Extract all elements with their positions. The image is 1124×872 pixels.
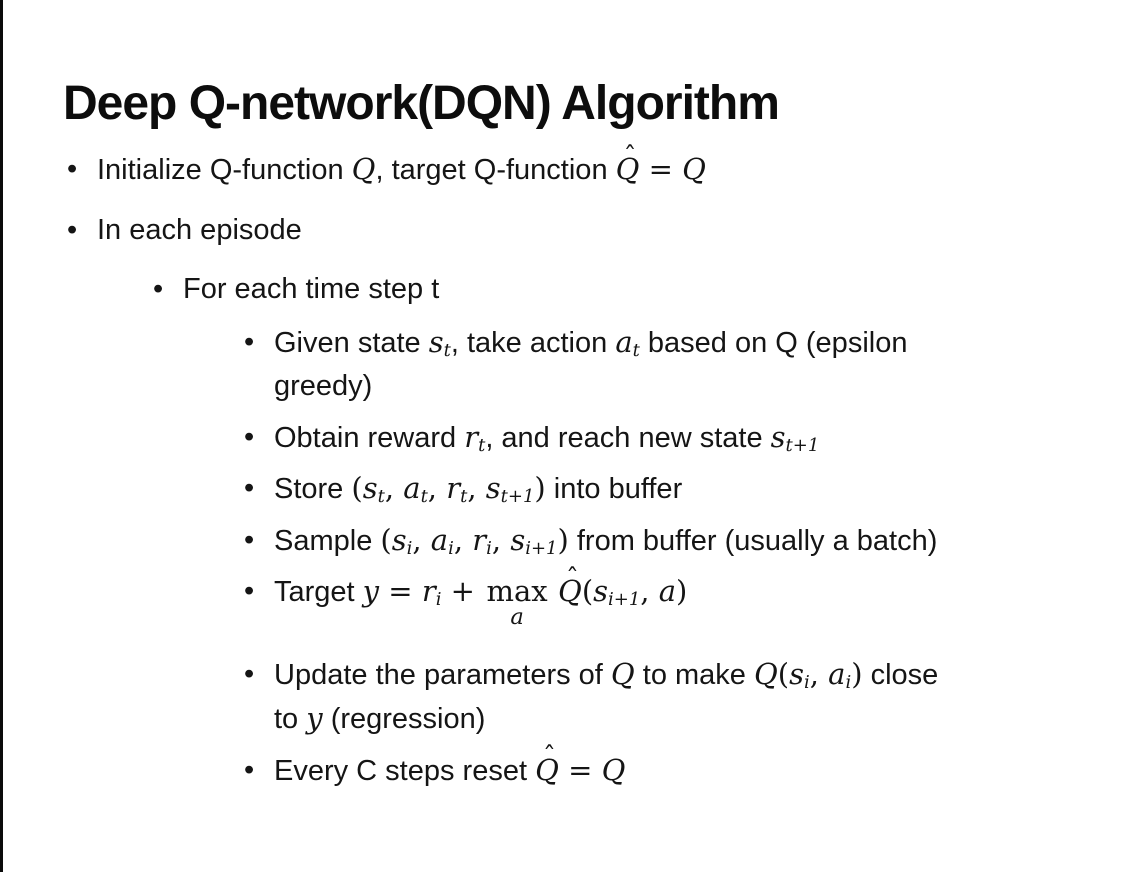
bullet-item: • Initialize Q-function Q, target Q-funct… [3,141,1124,193]
slide-title: Deep Q-network(DQN) Algorithm [63,77,780,131]
bullet-marker: • [244,420,255,453]
bullet-marker: • [244,472,255,504]
bullet-marker: • [244,657,255,690]
bullet-item: • In each episode [3,209,1124,253]
bullet-marker: • [153,273,164,305]
bullet-item: • Sample (si, ai, ri, si+1) from buffer (… [3,519,1124,564]
bullet-item: • Update the parameters of Q to make Q(si… [3,653,1124,742]
bullet-text: In each episode [97,213,302,246]
bullet-marker: • [244,325,255,358]
bullet-list: • Initialize Q-function Q, target Q-funct… [3,141,1124,800]
bullet-text: Sample (si, ai, ri, si+1) from buffer (u… [274,522,938,559]
bullet-text: For each time step t [183,273,440,305]
bullet-marker: • [67,213,78,246]
bullet-marker: • [67,153,78,185]
bullet-marker: • [244,523,255,556]
bullet-text: Store (st, at, rt, st+1) into buffer [274,471,683,507]
bullet-text: Initialize Q-function Q, target Q-functi… [97,141,706,193]
bullet-text: Update the parameters of Q to make Q(si,… [274,656,939,736]
bullet-text: Obtain reward rt, and reach new state st… [274,419,820,456]
bullet-marker: • [244,575,255,607]
bullet-item: • Store (st, at, rt, st+1) into buffer [3,467,1124,512]
bullet-marker: • [244,753,255,786]
bullet-item: • Obtain reward rt, and reach new state s… [3,416,1124,461]
bullet-item: • For each time step t [3,268,1124,312]
bullet-text: Given state st, take action at based on … [274,324,908,403]
bullet-item: • Given state st, take action at based on… [3,321,1124,409]
